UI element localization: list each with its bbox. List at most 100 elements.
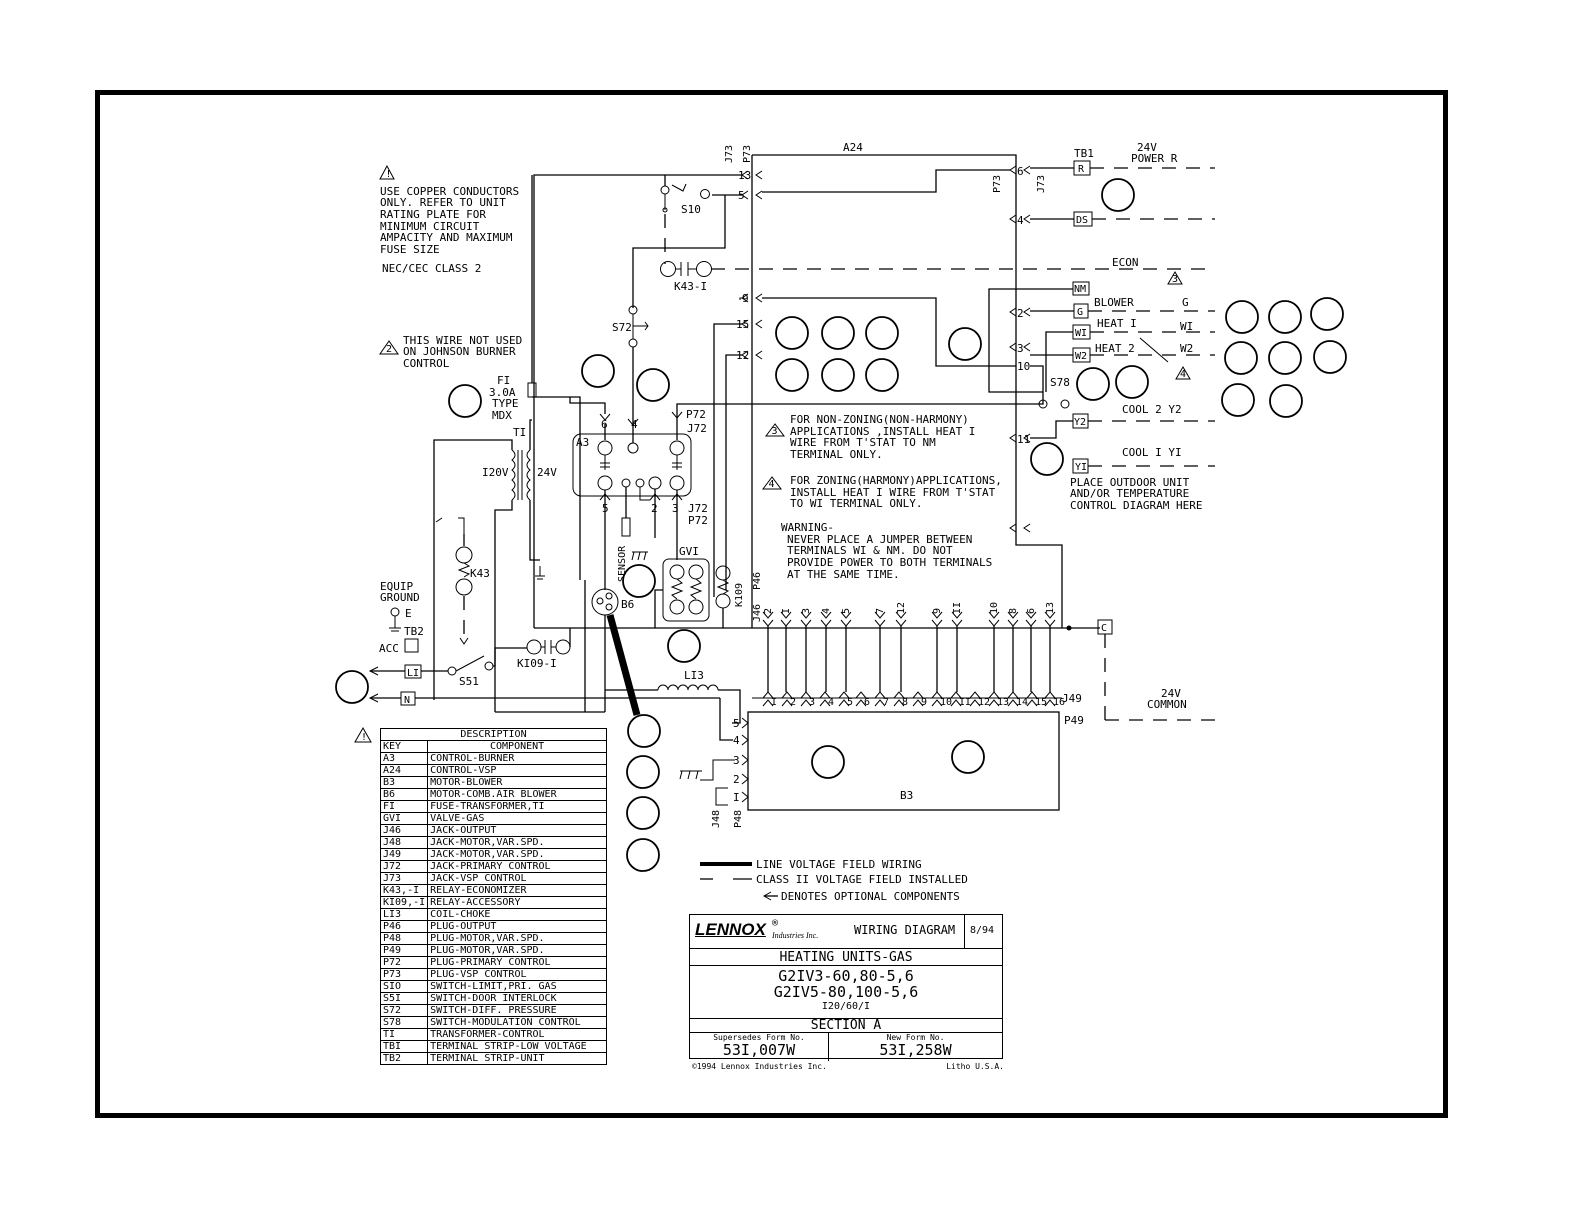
svg-text:A24: A24 bbox=[843, 141, 863, 154]
l13-choke: LI3 bbox=[494, 580, 741, 741]
j46-pin-label: II bbox=[952, 602, 963, 614]
j49-pin-label: 5 bbox=[847, 697, 853, 708]
legend-component: MOTOR-COMB.AIR BLOWER bbox=[427, 788, 607, 801]
svg-text:P73: P73 bbox=[742, 145, 753, 163]
svg-text:FOR NON-ZONING(NON-HARMONY): FOR NON-ZONING(NON-HARMONY) bbox=[790, 413, 969, 426]
legend-key: LI3 bbox=[379, 908, 429, 921]
outdoor-unit-note: PLACE OUTDOOR UNIT AND/OR TEMPERATURE CO… bbox=[1070, 476, 1202, 512]
legend-component: TERMINAL STRIP-UNIT bbox=[427, 1052, 607, 1065]
legend-key: J72 bbox=[379, 860, 429, 873]
legend-key: KI09,-I bbox=[379, 896, 429, 909]
svg-text:G: G bbox=[1077, 307, 1083, 318]
svg-text:12: 12 bbox=[736, 349, 749, 362]
svg-text:DS: DS bbox=[1076, 215, 1088, 226]
svg-text:APPLICATIONS ,INSTALL HEAT I: APPLICATIONS ,INSTALL HEAT I bbox=[790, 425, 975, 438]
legend-component: FUSE-TRANSFORMER,TI bbox=[427, 800, 607, 813]
legend-component: RELAY-ECONOMIZER bbox=[427, 884, 607, 897]
svg-text:4: 4 bbox=[1017, 214, 1024, 227]
legend-component: PLUG-MOTOR,VAR.SPD. bbox=[427, 944, 607, 957]
svg-text:K43-I: K43-I bbox=[674, 280, 707, 293]
svg-text:CLASS II VOLTAGE FIELD INSTALL: CLASS II VOLTAGE FIELD INSTALLED bbox=[756, 873, 968, 886]
svg-text:10: 10 bbox=[1017, 360, 1030, 373]
svg-text:J73: J73 bbox=[1036, 175, 1047, 193]
equipment-ground: EQUIP GROUND E TB2 ACC bbox=[379, 580, 424, 655]
svg-text:COOL 2 Y2: COOL 2 Y2 bbox=[1122, 403, 1182, 416]
b6-motor: B6 bbox=[591, 588, 634, 616]
svg-text:W2: W2 bbox=[1075, 351, 1087, 362]
svg-text:DENOTES OPTIONAL COMPONENTS: DENOTES OPTIONAL COMPONENTS bbox=[781, 890, 960, 903]
legend-component: JACK-MOTOR,VAR.SPD. bbox=[427, 848, 607, 861]
j46-pin-label: 3 bbox=[801, 608, 812, 614]
warning-triangle-copper: ! bbox=[379, 164, 395, 180]
svg-text:13: 13 bbox=[738, 169, 751, 182]
svg-text:3: 3 bbox=[1172, 274, 1178, 285]
svg-text:SENSOR: SENSOR bbox=[617, 545, 628, 582]
warning-note: WARNING- NEVER PLACE A JUMPER BETWEEN TE… bbox=[781, 521, 992, 581]
svg-text:W2: W2 bbox=[1180, 342, 1193, 355]
svg-text:PLACE OUTDOOR UNIT: PLACE OUTDOOR UNIT bbox=[1070, 476, 1190, 489]
legend-component: JACK-PRIMARY CONTROL bbox=[427, 860, 607, 873]
legend-component: SWITCH-DOOR INTERLOCK bbox=[427, 992, 607, 1005]
legend-component: SWITCH-MODULATION CONTROL bbox=[427, 1016, 607, 1029]
svg-text:6: 6 bbox=[601, 418, 608, 431]
svg-text:B3: B3 bbox=[900, 789, 913, 802]
svg-text:EQUIP: EQUIP bbox=[380, 580, 413, 593]
warning-triangle-2: 2 bbox=[379, 340, 399, 355]
legend-key: B3 bbox=[379, 776, 429, 789]
tb1-terminals: TB1 24V POWER R R DS NM G BLOWER G WI HE… bbox=[988, 141, 1215, 474]
j49-pin-label: 3 bbox=[809, 697, 815, 708]
svg-text:B6: B6 bbox=[621, 598, 634, 611]
svg-text:ACC: ACC bbox=[379, 642, 399, 655]
svg-text:4: 4 bbox=[769, 479, 775, 490]
k43-relay: K43 bbox=[435, 517, 490, 645]
svg-text:WI: WI bbox=[1075, 328, 1087, 339]
svg-text:6: 6 bbox=[1017, 165, 1024, 178]
j49-pin-label: 7 bbox=[883, 697, 889, 708]
legend-key: B6 bbox=[379, 788, 429, 801]
p48-pin-label: 2 bbox=[733, 773, 740, 786]
legend-key: J73 bbox=[379, 872, 429, 885]
svg-text:LI3: LI3 bbox=[684, 669, 704, 682]
j49-pin-label: 16 bbox=[1053, 697, 1065, 708]
common-terminal: C 24V COMMON bbox=[1097, 619, 1215, 721]
svg-text:K109: K109 bbox=[734, 583, 745, 607]
svg-text:E: E bbox=[405, 607, 412, 620]
svg-text:TI: TI bbox=[513, 426, 526, 439]
svg-text:GVI: GVI bbox=[679, 545, 699, 558]
legend-component: SWITCH-LIMIT,PRI. GAS bbox=[427, 980, 607, 993]
j49-pin-label: 10 bbox=[940, 697, 952, 708]
legend-key: P46 bbox=[379, 920, 429, 933]
svg-text:2: 2 bbox=[386, 344, 392, 355]
title-block: LENNOX ® Industries Inc. WIRING DIAGRAM … bbox=[689, 914, 1003, 1061]
svg-text:4: 4 bbox=[631, 418, 638, 431]
svg-text:BLOWER: BLOWER bbox=[1094, 296, 1134, 309]
j46-pin-label: 2 bbox=[763, 608, 774, 614]
svg-text:TB2: TB2 bbox=[404, 625, 424, 638]
legend-key: S5I bbox=[379, 992, 429, 1005]
legend-key: A3 bbox=[379, 752, 429, 765]
legend-component: PLUG-OUTPUT bbox=[427, 920, 607, 933]
j49-pin-label: II bbox=[959, 697, 971, 708]
svg-text:AT THE SAME TIME.: AT THE SAME TIME. bbox=[787, 568, 900, 581]
svg-text:N: N bbox=[404, 695, 410, 706]
legend-key: GVI bbox=[379, 812, 429, 825]
j49-pin-label: 9 bbox=[921, 697, 927, 708]
copyright-footer: ©1994 Lennox Industries Inc. Litho U.S.A… bbox=[692, 1062, 1004, 1071]
warning-triangle-legend: ! bbox=[354, 726, 372, 743]
legend-component: PLUG-VSP CONTROL bbox=[427, 968, 607, 981]
svg-text:I20V: I20V bbox=[482, 466, 509, 479]
k109-1-contact: KI09-I bbox=[517, 625, 1100, 670]
legend-component: MOTOR-BLOWER bbox=[427, 776, 607, 789]
svg-text:LI: LI bbox=[407, 668, 419, 679]
